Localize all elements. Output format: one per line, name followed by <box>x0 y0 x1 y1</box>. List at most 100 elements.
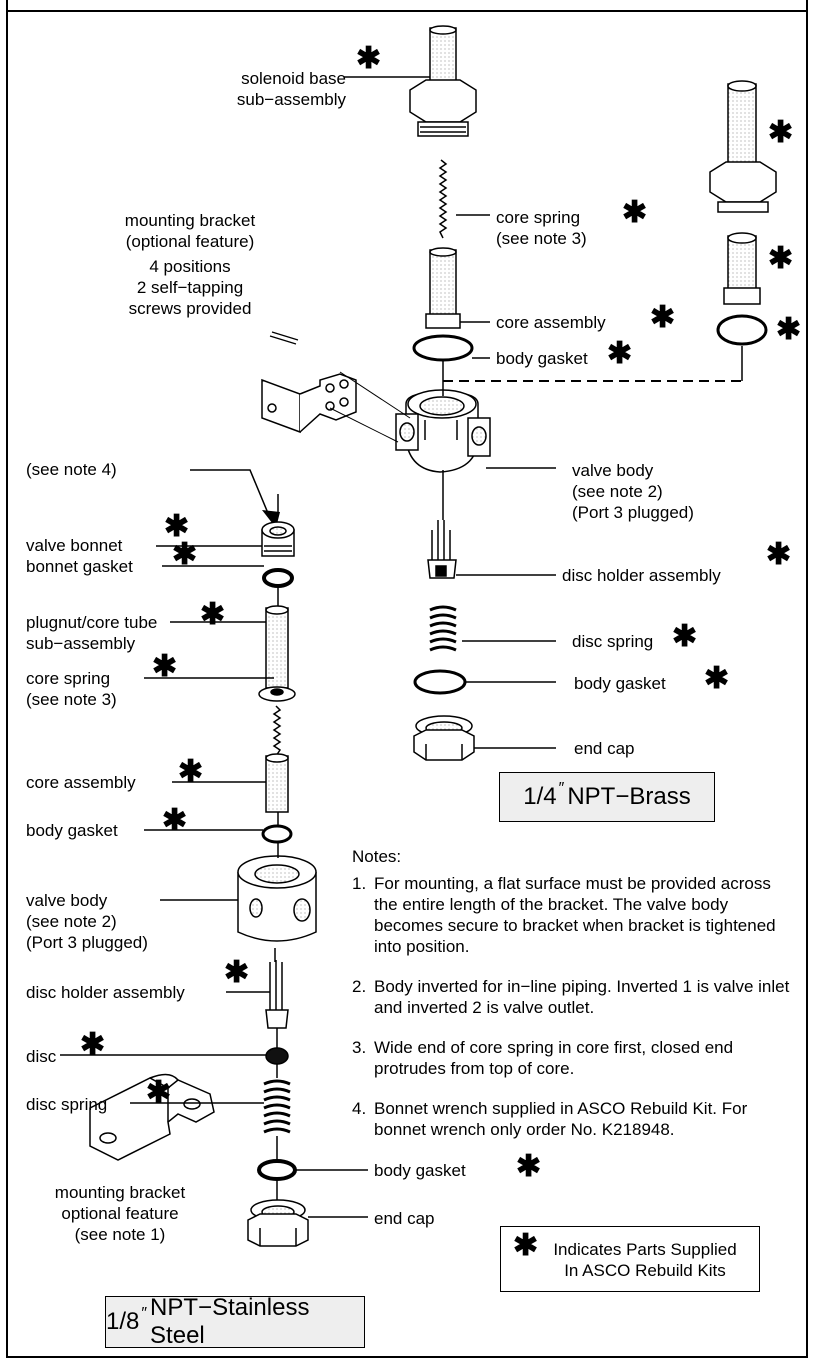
kit-asterisk-icon: ✱ <box>607 337 633 370</box>
kit-asterisk-icon: ✱ <box>650 301 676 334</box>
ss-disc-holder-label: disc holder assembly <box>26 983 185 1002</box>
kit-asterisk-icon: ✱ <box>776 313 802 346</box>
brass-disc-spring-label: disc spring <box>572 632 654 651</box>
ss-disc-spring-label: disc spring <box>26 1095 108 1114</box>
notes-section: Notes: 1.For mounting, a flat surface mu… <box>352 846 797 1159</box>
ss-body-gasket-top-label: body gasket <box>26 821 118 840</box>
kit-asterisk-icon: ✱ <box>146 1076 172 1109</box>
note-number: 4. <box>352 1099 367 1118</box>
label-line: mounting bracket <box>124 211 256 230</box>
brass-core-assembly-label: core assembly <box>496 313 606 332</box>
brass-end-cap-part <box>413 715 475 761</box>
ss-disc-part <box>265 1047 289 1065</box>
page-frame <box>6 0 808 1358</box>
inch-mark: ″ <box>558 780 565 797</box>
kit-asterisk-icon: ✱ <box>768 242 794 275</box>
right-solenoid-base-part <box>709 80 777 213</box>
right-core-assembly-part <box>723 232 761 305</box>
brass-body-gasket-bottom-part <box>413 669 467 695</box>
label-line: (Port 3 plugged) <box>26 933 148 952</box>
ss-body-gasket-bottom-part <box>257 1159 297 1181</box>
note-text: Body inverted for in−line piping. Invert… <box>374 977 790 1017</box>
inch-mark: ″ <box>141 1305 148 1322</box>
ss-title-size: 1/8 <box>106 1308 140 1335</box>
ss-disc-spring-part <box>263 1079 291 1134</box>
note-item: 3. Wide end of core spring in core first,… <box>352 1037 797 1079</box>
brass-disc-holder-label: disc holder assembly <box>562 566 721 585</box>
brass-body-gasket-top-part <box>412 334 474 362</box>
legend-box: ✱ Indicates Parts Supplied In ASCO Rebui… <box>500 1226 760 1292</box>
ss-plugnut-label: plugnut/core tube sub−assembly <box>26 612 157 654</box>
brass-title-material: NPT−Brass <box>567 783 691 810</box>
brass-core-spring-part <box>438 159 448 239</box>
kit-asterisk-icon: ✱ <box>80 1028 106 1061</box>
brass-core-assembly-part <box>425 247 461 329</box>
brass-title-size: 1/4 <box>523 783 557 810</box>
note-number: 2. <box>352 977 367 996</box>
brass-mounting-bracket-part <box>261 331 411 443</box>
note-item: 1.For mounting, a flat surface must be p… <box>352 873 797 957</box>
ss-end-cap-label: end cap <box>374 1209 435 1228</box>
note-number: 3. <box>352 1038 367 1057</box>
brass-body-gasket-bottom-label: body gasket <box>574 674 666 693</box>
ss-core-spring-part <box>272 705 282 757</box>
label-line: plugnut/core tube <box>26 613 158 632</box>
note-number: 1. <box>352 874 367 893</box>
note-item: 2. Body inverted for in−line piping. Inve… <box>352 976 797 1018</box>
label-line: (Port 3 plugged) <box>572 503 694 522</box>
kit-asterisk-icon: ✱ <box>672 620 698 653</box>
kit-asterisk-icon: ✱ <box>200 598 226 631</box>
label-line: (see note 3) <box>26 690 117 709</box>
label-line: optional feature <box>61 1204 179 1223</box>
legend-line: In ASCO Rebuild Kits <box>564 1261 726 1280</box>
brass-disc-spring-part <box>429 605 457 652</box>
legend-line: Indicates Parts Supplied <box>553 1240 737 1259</box>
label-line: 4 positions <box>149 257 231 276</box>
label-line: core spring <box>496 208 581 227</box>
label-line: mounting bracket <box>54 1183 186 1202</box>
ss-plugnut-part <box>258 605 296 702</box>
notes-heading: Notes: <box>352 847 402 866</box>
ss-end-cap-part <box>247 1199 309 1247</box>
brass-valve-body-part <box>395 389 491 473</box>
kit-asterisk-icon: ✱ <box>152 650 178 683</box>
ss-title-material: NPT−Stainless Steel <box>150 1294 310 1349</box>
ss-core-assembly-label: core assembly <box>26 773 136 792</box>
label-line: (see note 2) <box>572 482 663 501</box>
brass-end-cap-label: end cap <box>574 739 635 758</box>
kit-asterisk-icon: ✱ <box>622 196 648 229</box>
see-note-4-arrow <box>190 469 271 519</box>
label-line: valve body <box>572 461 654 480</box>
ss-disc-label: disc <box>26 1047 57 1066</box>
ss-see-note-4-label: (see note 4) <box>26 460 117 479</box>
kit-asterisk-icon: ✱ <box>704 662 730 695</box>
ss-valve-body-part <box>237 855 317 942</box>
label-line: (optional feature) <box>125 232 255 251</box>
label-line: solenoid base <box>241 69 346 88</box>
kit-asterisk-icon: ✱ <box>172 538 198 571</box>
ss-kit-title-box: 1/8″NPT−Stainless Steel <box>105 1294 365 1349</box>
kit-asterisk-icon: ✱ <box>178 755 204 788</box>
ss-valve-bonnet-part <box>261 521 295 557</box>
brass-body-gasket-top-label: body gasket <box>496 349 588 368</box>
ss-mounting-bracket-label: mounting bracket optional feature (see n… <box>20 1182 220 1245</box>
ss-core-assembly-part <box>265 753 289 813</box>
note-text: Bonnet wrench supplied in ASCO Rebuild K… <box>374 1099 748 1139</box>
ss-disc-holder-part <box>265 948 289 1029</box>
brass-solenoid-base-label: solenoid base sub−assembly <box>168 68 346 110</box>
brass-mounting-bracket-label: mounting bracket (optional feature) 4 po… <box>80 210 300 319</box>
kit-asterisk-icon: ✱ <box>766 538 792 571</box>
note-text: Wide end of core spring in core first, c… <box>374 1038 734 1078</box>
top-border <box>6 10 808 12</box>
label-line: sub−assembly <box>26 634 136 653</box>
ss-core-spring-label: core spring (see note 3) <box>26 668 117 710</box>
label-line: (see note 3) <box>496 229 587 248</box>
ss-mounting-bracket-part <box>89 1073 215 1161</box>
brass-disc-holder-part <box>427 520 457 579</box>
label-line: core spring <box>26 669 111 688</box>
legend-text: Indicates Parts Supplied In ASCO Rebuild… <box>545 1239 745 1281</box>
label-line: sub−assembly <box>236 90 346 109</box>
kit-asterisk-icon: ✱ <box>513 1229 539 1262</box>
kit-asterisk-icon: ✱ <box>162 804 188 837</box>
